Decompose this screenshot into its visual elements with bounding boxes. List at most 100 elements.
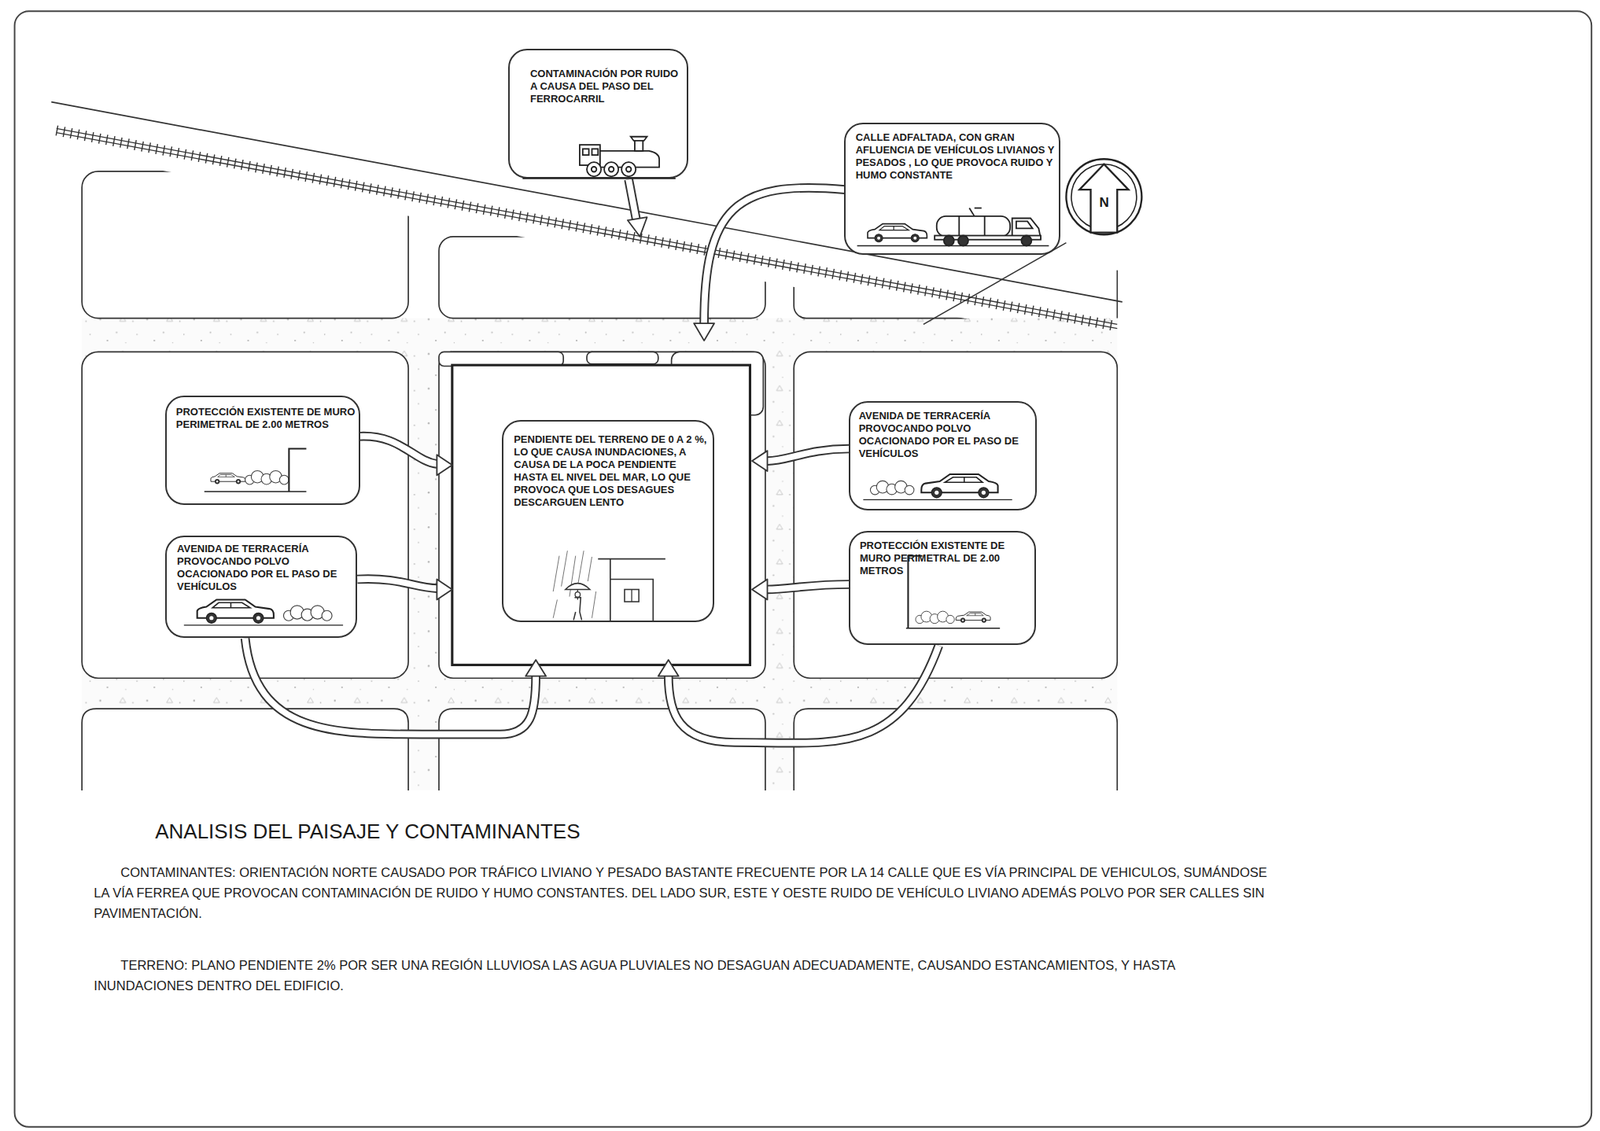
note-paragraph: TERRENO: PLANO PENDIENTE 2% POR SER UNA … <box>93 954 1268 996</box>
map-shape <box>955 611 991 623</box>
map-shape <box>610 559 653 622</box>
map-shape <box>522 177 675 180</box>
map-shape <box>552 550 596 619</box>
map-shape <box>565 583 590 590</box>
rain-house-icon <box>551 550 675 621</box>
callout-box: AVENIDA DE TERRACERÍA PROVOCANDO POLVO O… <box>165 535 358 638</box>
map-shape <box>597 558 666 561</box>
map-shape <box>591 166 597 172</box>
map-shape <box>974 207 982 210</box>
map-shape <box>245 638 537 735</box>
map-shape <box>210 473 246 484</box>
map-shape <box>81 351 409 679</box>
map-shape <box>907 556 922 629</box>
map-shape <box>438 351 766 679</box>
map-shape <box>283 605 332 621</box>
map-shape <box>793 351 1118 679</box>
map-shape <box>245 638 537 735</box>
train-icon <box>522 136 675 179</box>
callout-box: CONTAMINACIÓN POR RUIDO A CAUSA DEL PASO… <box>508 48 689 179</box>
map-shape <box>604 162 619 177</box>
map-shape <box>704 188 845 325</box>
arrow-heads <box>436 217 767 676</box>
map-shape <box>630 136 648 141</box>
callout-text: PROTECCIÓN EXISTENTE DE MURO PERIMETRAL … <box>176 405 356 432</box>
map-shape <box>628 179 637 222</box>
map-shape <box>288 449 306 492</box>
map-shape <box>934 235 1041 240</box>
callout-text: PENDIENTE DEL TERRENO DE 0 A 2 %, LO QUE… <box>513 433 710 509</box>
callout-text: CALLE ADFALTADA, CON GRAN AFLUENCIA DE V… <box>855 131 1056 182</box>
map-shape <box>357 436 437 465</box>
map-shape <box>1012 217 1041 239</box>
map-shape <box>958 216 960 237</box>
map-shape <box>906 627 1000 629</box>
car-dust-icon <box>184 599 343 625</box>
sheet-title: ANALISIS DEL PAISAJE Y CONTAMINANTES <box>154 819 580 844</box>
callout-box: PENDIENTE DEL TERRENO DE 0 A 2 %, LO QUE… <box>501 420 715 623</box>
map-shape <box>573 597 582 621</box>
callout-box: AVENIDA DE TERRACERÍA PROVOCANDO POLVO O… <box>848 401 1037 511</box>
map-shape <box>628 179 637 222</box>
map-shape <box>586 351 659 365</box>
map-shape <box>197 599 274 624</box>
map-shape <box>81 708 409 791</box>
map-shape <box>693 323 715 341</box>
north-symbol <box>1065 158 1142 235</box>
map-shape <box>921 474 998 498</box>
map-shape <box>1016 221 1033 229</box>
wall-car-icon <box>204 449 307 492</box>
map-shape <box>600 151 660 168</box>
map-shape <box>438 708 766 791</box>
map-shape <box>204 490 307 492</box>
map-shape <box>630 589 632 602</box>
map-shape <box>767 449 850 462</box>
map-shape <box>658 659 679 677</box>
map-shape <box>436 454 452 476</box>
map-shape <box>943 235 955 247</box>
map-shape <box>184 624 343 626</box>
map-shape <box>552 556 560 592</box>
sheet-frame <box>14 11 1593 1128</box>
map-shape <box>575 592 580 598</box>
map-shape <box>577 589 579 600</box>
map-shape <box>81 171 409 319</box>
callout-text: CONTAMINACIÓN POR RUIDO A CAUSA DEL PASO… <box>530 67 684 106</box>
map-shape <box>624 589 639 602</box>
road-edge <box>923 243 1067 325</box>
callout-box: PROTECCIÓN EXISTENTE DE MURO PERIMETRAL … <box>165 395 361 506</box>
vehicle-icons <box>857 208 1050 247</box>
street-ground <box>81 318 1118 791</box>
map-shape <box>579 144 601 166</box>
map-shape <box>955 611 991 623</box>
wall-car-icon <box>906 556 1000 629</box>
map-shape <box>552 599 557 618</box>
map-shape <box>591 591 596 619</box>
city-blocks <box>81 351 1118 791</box>
map-shape <box>357 578 437 589</box>
map-shape <box>870 480 914 495</box>
map-shape <box>867 224 927 243</box>
map-shape <box>561 550 568 587</box>
map-shape <box>436 579 452 601</box>
map-shape <box>668 645 940 744</box>
map-shape <box>752 450 767 472</box>
map-shape <box>793 244 1118 318</box>
map-shape <box>1021 235 1032 247</box>
map-shape <box>767 584 850 590</box>
map-shape <box>525 659 546 677</box>
map-shape <box>934 208 1041 247</box>
callout-text: AVENIDA DE TERRACERÍA PROVOCANDO POLVO O… <box>176 542 353 594</box>
map-shape <box>704 188 845 325</box>
map-shape <box>767 449 850 462</box>
map-shape <box>915 611 955 624</box>
note-paragraph: CONTAMINANTES: ORIENTACIÓN NORTE CAUSADO… <box>93 862 1268 924</box>
map-shape <box>586 162 601 177</box>
car-dust-icon <box>862 474 1012 500</box>
map-shape <box>936 216 1011 237</box>
map-shape <box>626 166 631 172</box>
map-shape <box>577 550 584 587</box>
map-shape <box>862 499 1012 501</box>
map-shape <box>793 708 1118 791</box>
